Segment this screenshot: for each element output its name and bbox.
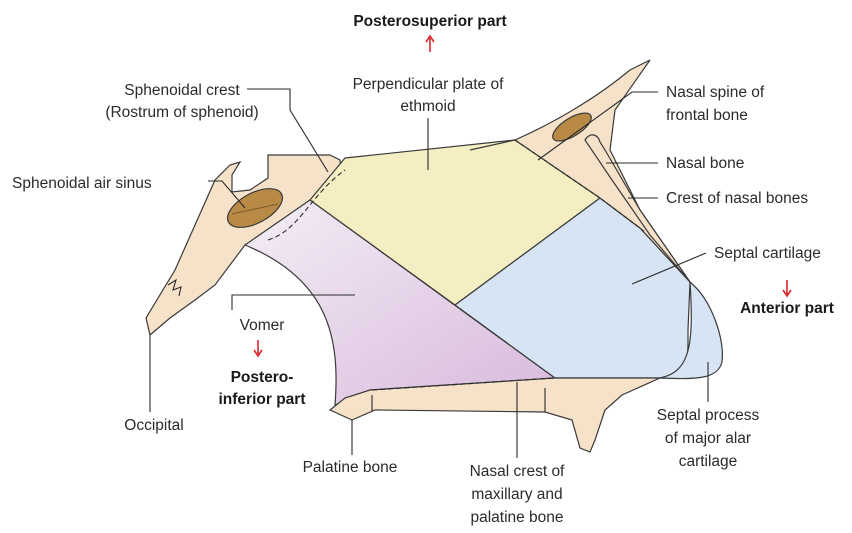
label-sphenoidal-sinus: Sphenoidal air sinus: [12, 175, 152, 192]
maxilla-palatine-base: [330, 378, 660, 452]
arrow-anterior: [783, 280, 791, 296]
label-posteroinferior-2: inferior part: [219, 391, 306, 408]
label-nasal-bone: Nasal bone: [666, 155, 744, 172]
label-sphenoidal-crest-1: Sphenoidal crest: [124, 82, 240, 99]
label-septal-cartilage: Septal cartilage: [714, 245, 821, 262]
label-nasal-crest-2: maxillary and: [471, 486, 562, 503]
label-septal-process-2: of major alar: [665, 430, 751, 447]
label-anterior: Anterior part: [740, 300, 834, 317]
arrow-posterosuperior: [426, 36, 434, 52]
label-septal-process-1: Septal process: [657, 407, 760, 424]
label-nasal-spine-1: Nasal spine of: [666, 84, 765, 101]
label-palatine-bone: Palatine bone: [303, 459, 398, 476]
label-perpendicular-plate-1: Perpendicular plate of: [353, 76, 504, 93]
label-sphenoidal-crest-2: (Rostrum of sphenoid): [105, 104, 258, 121]
label-nasal-spine-2: frontal bone: [666, 107, 748, 124]
label-vomer: Vomer: [240, 317, 285, 334]
label-nasal-crest-1: Nasal crest of: [470, 463, 565, 480]
label-posteroinferior-1: Postero-: [231, 369, 294, 386]
label-occipital: Occipital: [124, 417, 183, 434]
label-nasal-crest-3: palatine bone: [470, 509, 563, 526]
label-posterosuperior: Posterosuperior part: [353, 13, 506, 30]
label-perpendicular-plate-2: ethmoid: [400, 98, 455, 115]
label-crest-nasal-bones: Crest of nasal bones: [666, 190, 808, 207]
arrow-posteroinferior: [254, 340, 262, 356]
label-septal-process-3: cartilage: [679, 453, 738, 470]
